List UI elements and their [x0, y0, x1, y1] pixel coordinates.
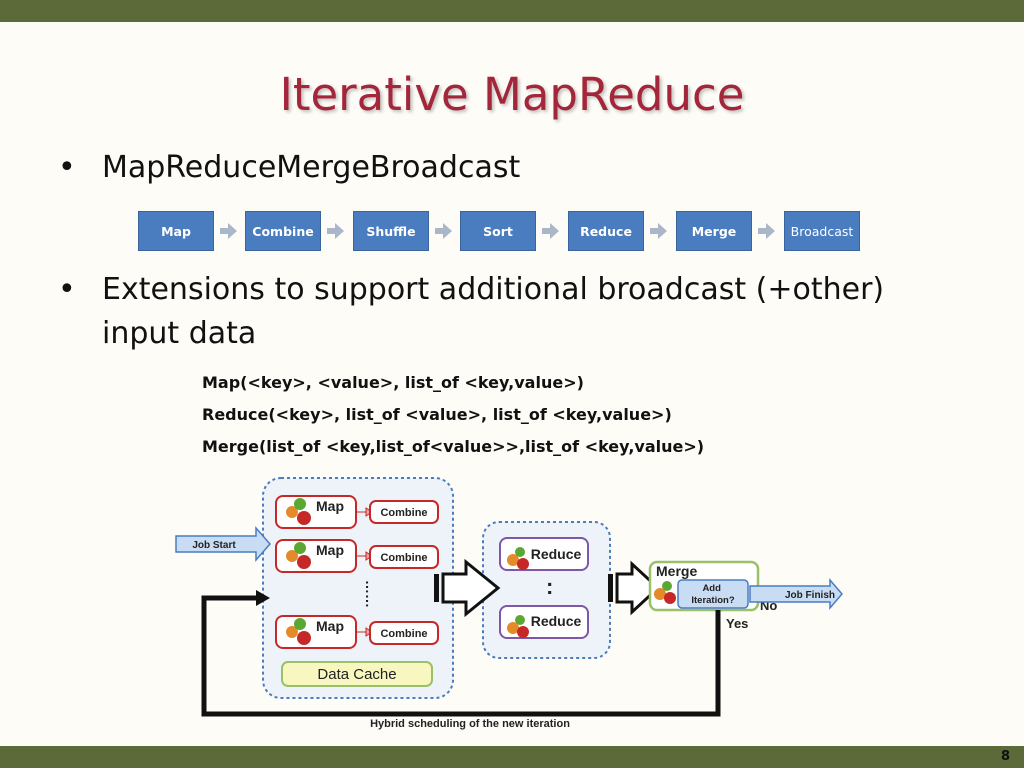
- combine-box: [369, 621, 439, 645]
- gear-icon: [286, 498, 311, 525]
- stage-reduce: Reduce: [568, 211, 644, 251]
- feedback-loop: [201, 595, 721, 717]
- signature-map: Map(<key>, <value>, list_of <key,value>): [202, 373, 584, 392]
- combine-label: Combine: [380, 628, 427, 640]
- bullet-symbol: •: [58, 150, 76, 185]
- reduce-label: Reduce: [531, 613, 582, 629]
- stage-merge: Merge: [676, 211, 752, 251]
- vertical-dots: ……: [363, 580, 379, 608]
- gear-icon: [507, 615, 529, 638]
- gear-icon: [507, 547, 529, 570]
- bullet-text: Extensions to support additional broadca…: [102, 272, 885, 351]
- map-label: Map: [316, 542, 344, 558]
- data-cache-label: Data Cache: [317, 666, 396, 683]
- merge-label: Merge: [656, 563, 697, 579]
- vertical-dots: :: [546, 574, 553, 599]
- map-label: Map: [316, 498, 344, 514]
- signature-reduce: Reduce(<key>, list_of <value>, list_of <…: [202, 405, 672, 424]
- signature-merge: Merge(list_of <key,list_of<value>>,list_…: [202, 437, 705, 456]
- top-bar: [0, 0, 1024, 22]
- add-iteration-text-line2: Iteration?: [691, 595, 734, 606]
- gear-icon: [286, 618, 311, 645]
- bullet-item-2: • Extensions to support additional broad…: [58, 268, 958, 360]
- arrow-right-icon: [256, 590, 270, 606]
- add-iteration-label: Add Iteration?: [691, 583, 734, 606]
- yes-label: Yes: [726, 616, 748, 631]
- combine-box: [369, 545, 439, 569]
- job-finish-label: Job Finish: [785, 590, 835, 601]
- reduce-label: Reduce: [531, 546, 582, 562]
- gear-icon: [654, 581, 676, 604]
- stage-sort: Sort: [460, 211, 536, 251]
- combine-label: Combine: [380, 507, 427, 519]
- bullet-symbol: •: [58, 272, 76, 307]
- stage-shuffle: Shuffle: [353, 211, 429, 251]
- stage-map: Map: [138, 211, 214, 251]
- arrow-right-icon: [441, 558, 501, 618]
- merge-bar: [608, 574, 613, 602]
- gear-icon: [286, 542, 311, 569]
- add-iteration-text: Add: [702, 583, 721, 594]
- iteration-diagram: Map Map Map Combine Combine Combine …… D…: [175, 477, 843, 730]
- data-cache-box: [281, 661, 433, 687]
- combine-label: Combine: [380, 552, 427, 564]
- bullet-item-1: • MapReduceMergeBroadcast: [58, 146, 958, 190]
- add-iteration-box: [677, 579, 749, 609]
- stage-combine: Combine: [245, 211, 321, 251]
- job-start-label: Job Start: [192, 540, 236, 551]
- slide-number: 8: [1000, 749, 1010, 764]
- bullet-text: MapReduceMergeBroadcast: [102, 150, 521, 185]
- shuffle-bar: [434, 574, 439, 602]
- stage-broadcast: Broadcast: [784, 211, 860, 251]
- combine-box: [369, 500, 439, 524]
- arrow-right-icon: [615, 560, 661, 616]
- pipeline-flow: Map Combine Shuffle Sort Reduce Merge Br…: [138, 211, 860, 251]
- job-finish-arrow: [749, 577, 843, 611]
- slide-title: Iterative MapReduce: [279, 68, 745, 121]
- job-start-arrow: [175, 526, 271, 562]
- bottom-bar: 8: [0, 746, 1024, 768]
- map-label: Map: [316, 618, 344, 634]
- diagram-caption: Hybrid scheduling of the new iteration: [370, 718, 570, 730]
